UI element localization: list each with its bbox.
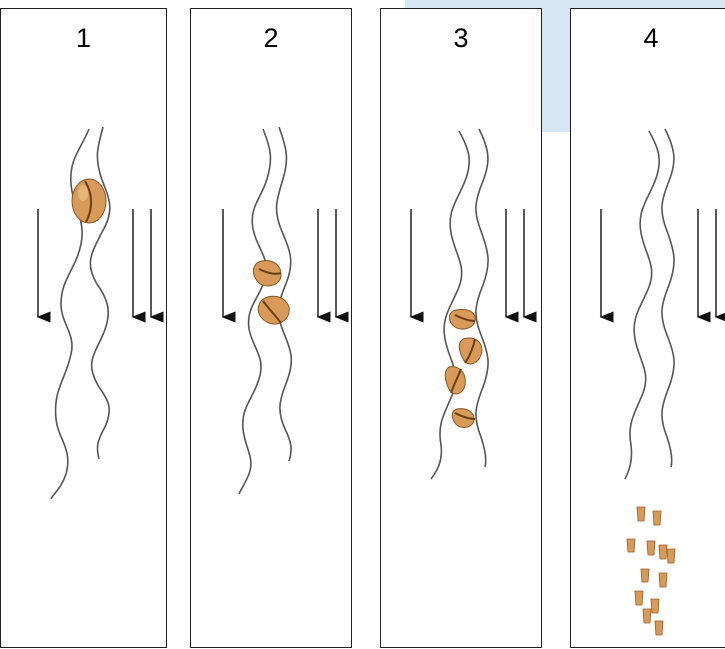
particle [641,569,649,582]
stage-panel-3: 3 [380,8,542,648]
particle [659,573,667,587]
particle [643,609,651,623]
panel-1-diagram [1,9,168,649]
gap-wall-left [625,131,659,479]
particle [667,549,675,563]
particle [653,511,661,525]
grain-quarter [445,367,465,394]
panel-4-diagram [571,9,725,649]
grain-quarter [452,409,475,428]
gap-wall-right [277,127,292,461]
panel-3-diagram [381,9,543,649]
gap-wall-right [662,129,674,467]
grain-whole [72,179,106,223]
particle [635,591,643,605]
particle [651,599,659,613]
grain-quarter [459,338,482,364]
particle [647,541,655,555]
grain-half-bottom [258,296,289,324]
stage-panel-1: 1 [0,8,167,648]
fine-particles [627,507,675,635]
stage-panel-4: 4 [570,8,725,648]
stage-panel-2: 2 [190,8,352,648]
grain-half-top [253,261,281,286]
panel-2-diagram [191,9,353,649]
gap-wall-right [90,127,109,459]
particle [655,621,663,635]
gap-wall-right [476,129,488,467]
particle [659,545,667,559]
particle [627,539,635,552]
particle [637,507,645,521]
grain-quarter [449,309,475,329]
